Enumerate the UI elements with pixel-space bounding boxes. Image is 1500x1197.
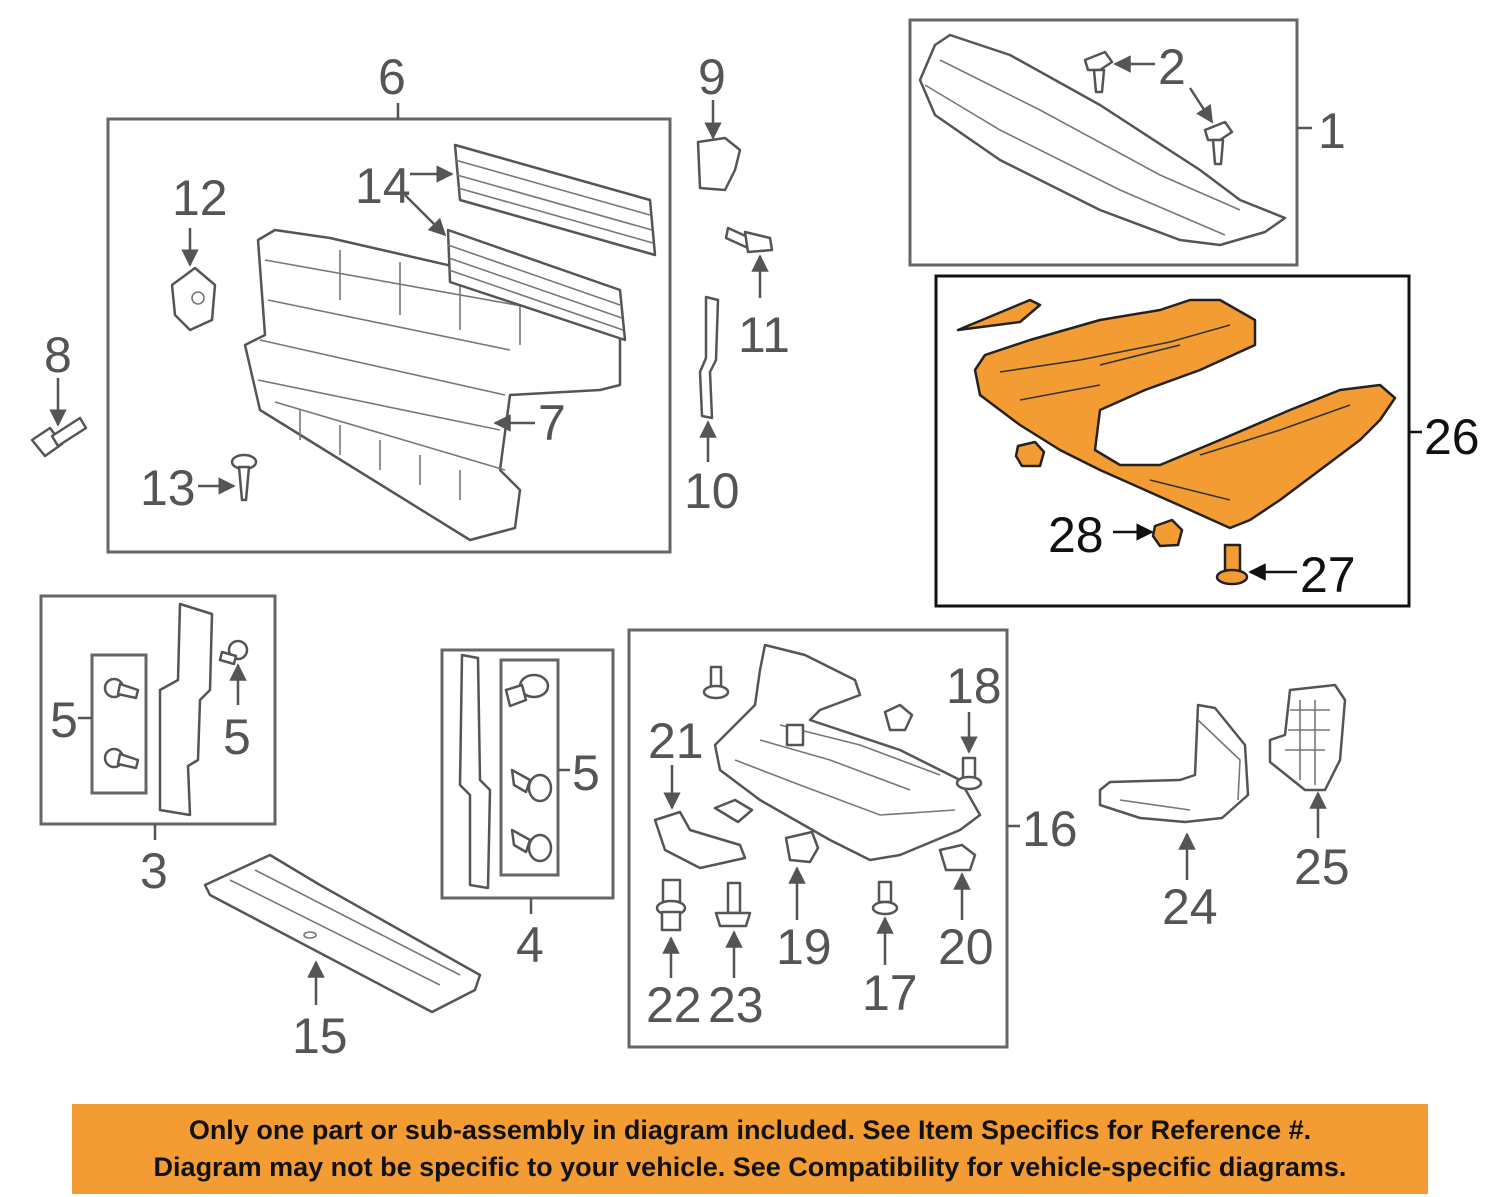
callout-16: 16	[1022, 801, 1078, 857]
callout-13: 13	[140, 460, 196, 516]
part-3-deflector-left	[158, 602, 214, 817]
callout-12: 12	[172, 170, 228, 226]
callout-15: 15	[292, 1008, 348, 1064]
part-9-clip	[696, 136, 742, 192]
part-13-screw	[230, 453, 258, 502]
part-21-bracket	[653, 798, 754, 870]
part-11-bolt	[724, 226, 774, 254]
part-28-nut	[1151, 518, 1184, 548]
callout-23: 23	[708, 977, 764, 1033]
callout-17: 17	[862, 965, 918, 1021]
part-22-bolt	[655, 878, 687, 932]
group-16-assembly: 18 21 22 23 19	[627, 628, 1078, 1049]
parts-diagram: 6 7 14 12 1	[30, 18, 1480, 1064]
part-5-screws-left	[103, 639, 249, 770]
callout-6: 6	[378, 49, 406, 105]
callout-18: 18	[946, 658, 1002, 714]
callout-3: 3	[140, 843, 168, 899]
callout-1: 1	[1318, 103, 1346, 159]
part-27-bolt	[1215, 543, 1249, 586]
group-1-frame	[908, 18, 1299, 267]
part-1-shield	[918, 33, 1287, 247]
part-18-bolt	[955, 756, 983, 791]
part-19-clip	[784, 830, 820, 864]
part-26-under-shield-highlighted	[956, 298, 1397, 530]
group-4-inner-frame	[499, 658, 560, 877]
group-3-assembly: 5 5 3	[39, 594, 277, 899]
callout-20: 20	[938, 919, 994, 975]
disclaimer-line-2: Diagram may not be specific to your vehi…	[153, 1152, 1347, 1182]
part-5-screws-center	[504, 673, 553, 863]
callout-5-center: 5	[572, 745, 600, 801]
group-1-assembly: 2 1	[908, 18, 1346, 267]
disclaimer-banner: Only one part or sub-assembly in diagram…	[72, 1104, 1428, 1194]
callout-19: 19	[776, 919, 832, 975]
part-2-push-pins	[1083, 50, 1234, 166]
part-15-panel	[203, 853, 482, 1014]
part-8-bolt	[30, 416, 88, 458]
callout-21: 21	[648, 713, 704, 769]
group-26-frame	[934, 274, 1411, 608]
group-6-assembly: 6 7 14 12 1	[106, 49, 672, 554]
callout-7: 7	[538, 395, 566, 451]
callout-25: 25	[1294, 839, 1350, 895]
part-20-clip	[938, 843, 977, 872]
group-4-frame	[440, 648, 615, 900]
part-10-bracket	[698, 295, 720, 420]
part-23-pin	[714, 881, 752, 928]
callout-26: 26	[1424, 409, 1480, 465]
part-16-splash-shield	[713, 643, 982, 862]
part-25-block	[1268, 683, 1347, 792]
disclaimer-line-1: Only one part or sub-assembly in diagram…	[188, 1115, 1312, 1145]
callout-5-left: 5	[50, 692, 78, 748]
part-12-bracket	[170, 266, 217, 332]
callout-28: 28	[1048, 507, 1104, 563]
group-3-frame	[39, 594, 277, 826]
group-3-inner-frame	[90, 653, 148, 795]
callout-10: 10	[684, 463, 740, 519]
part-24-bracket	[1098, 703, 1250, 824]
callout-5-right: 5	[223, 709, 251, 765]
group-4-assembly: 5 4	[440, 648, 615, 973]
group-6-frame	[106, 117, 672, 554]
callout-11: 11	[738, 307, 790, 363]
callout-24: 24	[1162, 879, 1218, 935]
callout-8: 8	[44, 327, 72, 383]
callout-22: 22	[646, 977, 702, 1033]
callout-14: 14	[355, 158, 411, 214]
callout-4: 4	[516, 917, 544, 973]
callout-2: 2	[1158, 39, 1186, 95]
callout-27: 27	[1300, 547, 1356, 603]
callout-9: 9	[698, 49, 726, 105]
part-17-bolt	[871, 880, 899, 916]
group-16-frame	[627, 628, 1009, 1049]
group-26-assembly: 28 27 26	[934, 274, 1480, 608]
part-small-bolt-top	[702, 665, 730, 700]
part-14-shutter-louvers	[446, 143, 657, 342]
part-4-deflector-right	[458, 653, 492, 890]
